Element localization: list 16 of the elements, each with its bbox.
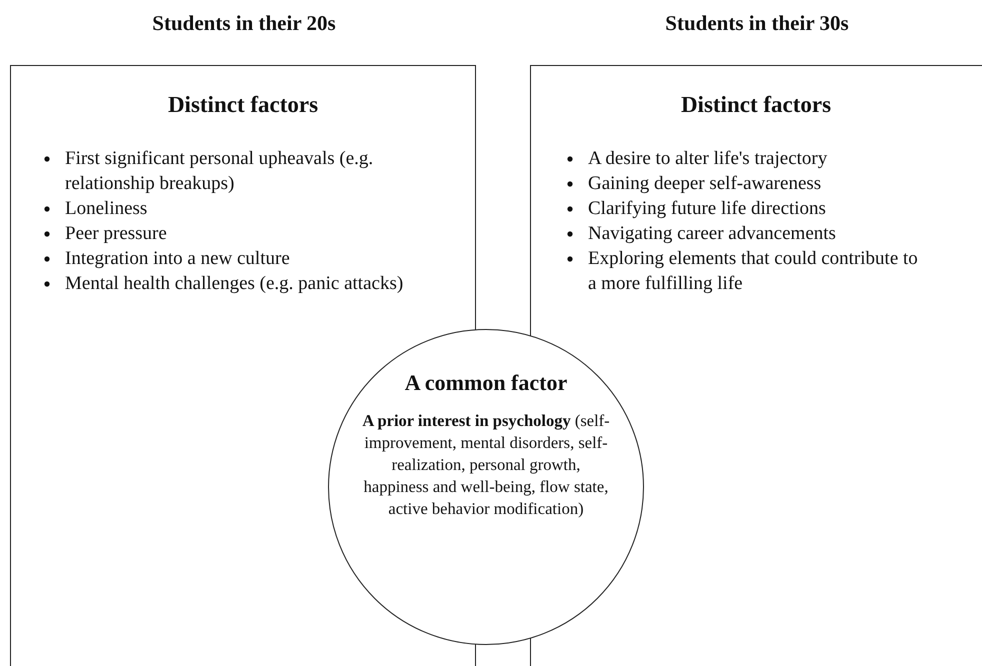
bullet-item: First significant personal upheavals (e.g. relationship breakups) — [65, 148, 374, 194]
circle-text: A prior interest in psychology (self-improvement, mental disorders, self-realization, personal growth, happiness and well-being, flow state, active behavior modification) — [361, 410, 611, 520]
bullet-item: A desire to alter life's trajectory — [588, 148, 828, 169]
bullet-item: Integration into a new culture — [65, 248, 290, 269]
bullet-item: Navigating career advancements — [588, 223, 836, 244]
circle-heading: A common factor — [404, 370, 568, 396]
panel-heading: Distinct factors — [166, 92, 320, 118]
group-heading: Students in their 20s — [151, 11, 337, 36]
group-heading: Students in their 30s — [664, 11, 850, 36]
panel-heading: Distinct factors — [680, 92, 832, 118]
bullet-item: Gaining deeper self-awareness — [588, 173, 822, 194]
bullet-item: Exploring elements that could contribute to a more fulfilling life — [588, 248, 918, 294]
bullet-item: Clarifying future life directions — [588, 198, 826, 219]
bullet-item: Peer pressure — [65, 223, 167, 244]
bullet-item: Mental health challenges (e.g. panic attacks) — [65, 273, 404, 294]
bullet-item: Loneliness — [65, 198, 148, 219]
